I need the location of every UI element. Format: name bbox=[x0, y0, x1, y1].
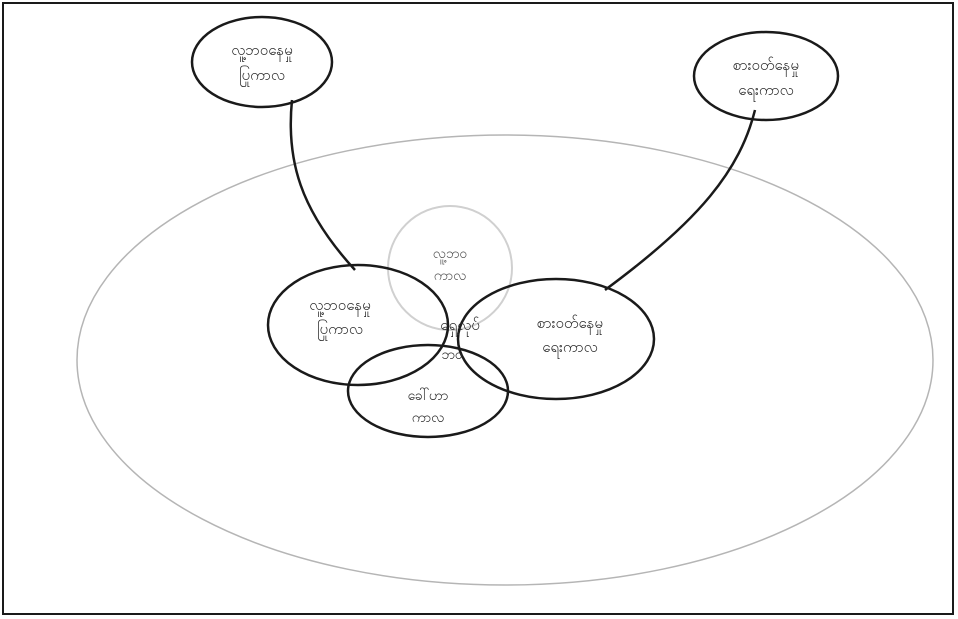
node-inner-bottom-line2: ကာလ bbox=[412, 410, 445, 426]
node-circle-inner-left bbox=[266, 263, 450, 387]
center-label-1: ရှေ့လုပ် bbox=[440, 316, 480, 337]
center-label-2: ဘဝ bbox=[441, 347, 462, 363]
node-top-left-line2: ပြုကာလ bbox=[239, 65, 285, 87]
node-circle-top-left bbox=[190, 15, 334, 109]
node-inner-bottom-line1: ခေါ်ဟာ bbox=[408, 388, 449, 404]
node-top-left-line1: လူ့ဘဝနေမှု bbox=[231, 41, 292, 62]
outer-ellipse bbox=[76, 134, 934, 586]
node-inner-right-line1: စားဝတ်နေမှု bbox=[537, 314, 603, 335]
node-top-right-line1: စားဝတ်နေမှု bbox=[733, 56, 799, 77]
node-inner-left-line2: ပြုကာလ bbox=[317, 319, 363, 341]
node-inner-top-line2: ကာလ bbox=[434, 268, 467, 284]
connector-right bbox=[604, 109, 757, 292]
connector-left bbox=[289, 99, 356, 271]
node-inner-left-line1: လူ့ဘဝနေမှု bbox=[309, 296, 370, 317]
node-circle-inner-bottom bbox=[346, 343, 510, 439]
node-inner-right-line2: ရေးကာလ bbox=[542, 338, 597, 359]
node-circle-top-right bbox=[692, 30, 840, 122]
node-circle-inner-right bbox=[456, 277, 656, 401]
node-inner-top-line1: လူ့ဘဝ bbox=[433, 246, 468, 264]
node-top-right-line2: ရေးကာလ bbox=[738, 81, 793, 102]
